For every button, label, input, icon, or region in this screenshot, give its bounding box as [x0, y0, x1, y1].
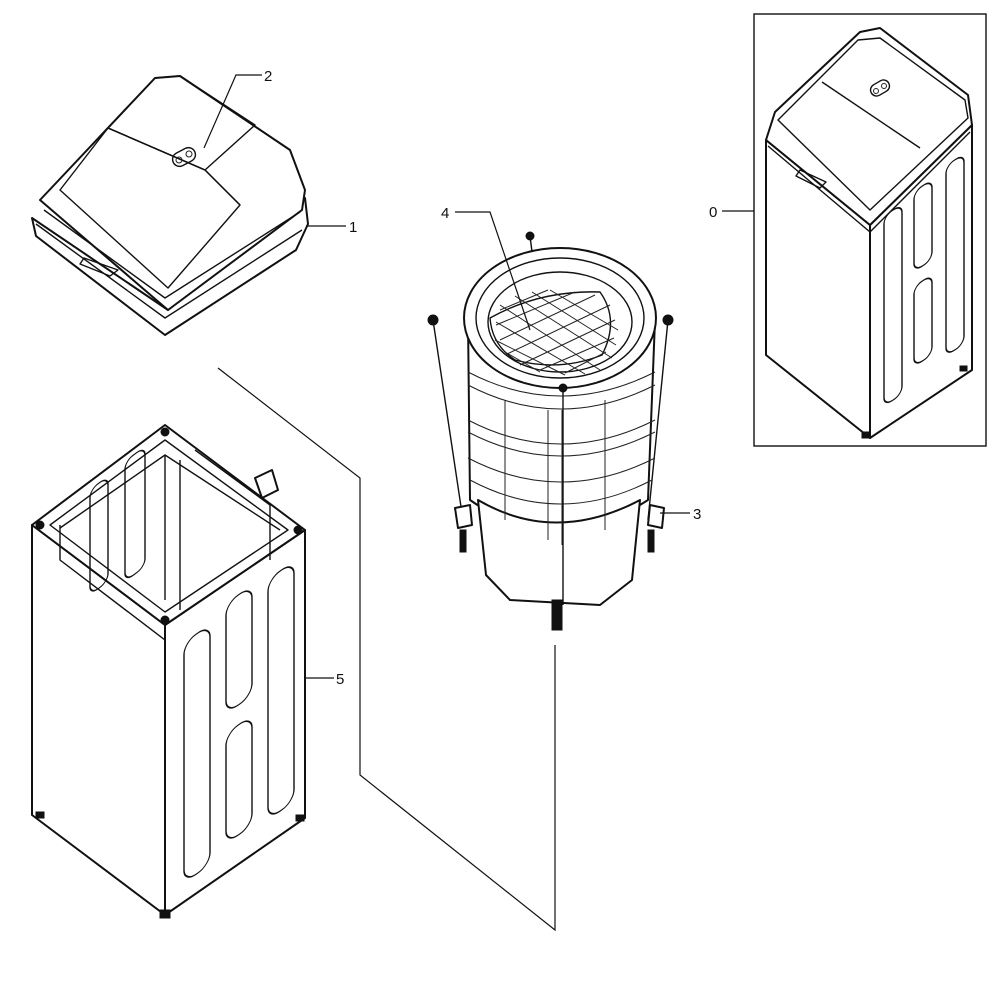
- cabinet-part[interactable]: [31, 424, 306, 919]
- assembly-control-icon: [869, 79, 891, 97]
- tub-assembly-part[interactable]: [427, 231, 674, 631]
- callout-5: 5: [336, 671, 344, 688]
- pulsator-part[interactable]: [489, 289, 619, 376]
- callout-0: 0: [709, 204, 717, 221]
- callout-3: 3: [693, 506, 701, 523]
- lid-part[interactable]: [59, 127, 241, 289]
- callout-2: 2: [264, 68, 272, 85]
- assembly-guide-lines: [217, 367, 556, 932]
- control-button-icon: [171, 146, 197, 168]
- callout-4: 4: [441, 205, 449, 222]
- callout-leaders: [203, 74, 754, 679]
- top-cover-part[interactable]: [31, 75, 309, 336]
- washer-assembly-part[interactable]: [765, 27, 973, 439]
- callout-1: 1: [349, 219, 357, 236]
- assembly-frame: [753, 13, 987, 447]
